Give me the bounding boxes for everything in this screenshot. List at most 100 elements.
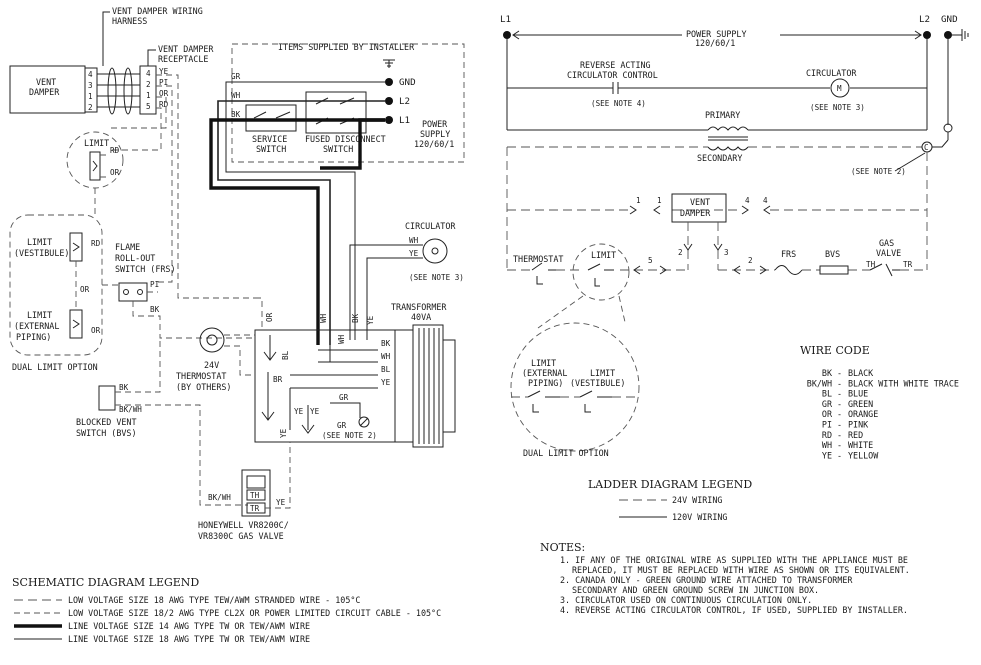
gas-valve-ye-lead (265, 442, 291, 509)
receptacle-leader (147, 49, 156, 66)
ladder-vent-damper (671, 193, 727, 223)
note-2-leader (894, 152, 926, 172)
ladder-gas-valve (869, 263, 900, 277)
wire-code-8-dash: - (837, 450, 842, 460)
limit-vestibule-switch (69, 232, 83, 262)
dual-limit-wire-or: OR (80, 285, 90, 294)
ladder-dual-limit-contacts (527, 390, 612, 398)
ladder-gnd-terminal (944, 31, 952, 39)
ladder-pin-4a: 4 (745, 196, 750, 205)
box-arrow (263, 351, 277, 361)
installer-items-box (231, 43, 465, 163)
ladder-diagram: L1 L2 GND POWER SUPPLY 120/60/1 REVERSE … (500, 14, 969, 458)
transformer-wire-wh: WH (381, 352, 391, 361)
frs-lead-bk (132, 301, 255, 339)
ladder-diagram-legend: LADDER DIAGRAM LEGEND 24V WIRING 120V WI… (588, 478, 752, 522)
wire-pi-receptacle (156, 85, 173, 283)
note-4: 4. REVERSE ACTING CIRCULATOR CONTROL, IF… (560, 605, 908, 615)
fused-disconnect-switch (305, 91, 367, 134)
ground-symbol (383, 59, 395, 68)
ladder-limit-external-l3: PIPING) (528, 378, 563, 388)
ladder-pin-5-connector (633, 265, 667, 275)
service-switch (245, 104, 297, 132)
vent-damper-harness-label-l2: HARNESS (112, 16, 147, 26)
harness-pin-2: 2 (88, 103, 93, 112)
wire-code-5-code: PI (822, 420, 832, 430)
ladder-tr-label: TR (903, 260, 913, 269)
l1-terminal (385, 116, 393, 124)
junction-box (254, 329, 396, 443)
vent-damper-drops (687, 222, 719, 270)
gas-valve-wire-ye: YE (276, 498, 286, 507)
transformer-label-l1: TRANSFORMER (391, 302, 447, 312)
vent-damper-label-l1: VENT (36, 77, 56, 87)
ladder-circulator-label: CIRCULATOR (806, 68, 857, 78)
thermostat-label-l1: 24V (204, 360, 219, 370)
power-supply-label-l3: 120/60/1 (414, 139, 454, 149)
ladder-frs-label: FRS (781, 249, 796, 259)
wire-code-3-dash: - (837, 399, 842, 409)
fused-disconnect-label-l1: FUSED DISCONNECT (305, 134, 386, 144)
limit-external-label-l3: PIPING) (16, 332, 51, 342)
transformer-wire-ye: YE (381, 378, 391, 387)
dual-limit-option-box (9, 214, 103, 356)
legend-line-18awg: LINE VOLTAGE SIZE 18 AWG TYPE TW OR TEW/… (68, 634, 310, 644)
l1-label: L1 (399, 115, 410, 126)
wire-code-0-name: BLACK (848, 368, 874, 378)
vent-damper-label-l2: DAMPER (29, 87, 60, 97)
primary-coil (707, 126, 749, 131)
vent-damper-drop-arrows (683, 243, 723, 251)
wire-code-3-name: GREEN (848, 399, 873, 409)
flame-rollout-terminal (137, 289, 143, 295)
limit-vestibule-contact (72, 242, 80, 252)
receptacle-pin-1: 1 (146, 91, 151, 100)
harness-bundle-tie-1 (107, 67, 117, 115)
gas-valve-th-label: TH (250, 491, 260, 500)
ladder-dual-limit-label: DUAL LIMIT OPTION (523, 448, 609, 458)
ladder-legend-24v: 24V WIRING (672, 495, 722, 505)
ladder-thermostat-contact (531, 262, 556, 271)
limit-vestibule-label-l1: LIMIT (27, 237, 52, 247)
box-wire-or: OR (265, 312, 274, 322)
ladder-120v-rails (506, 39, 928, 130)
ladder-l2-label: L2 (919, 14, 930, 25)
bvs-wire-bk: BK (119, 383, 129, 392)
note-1-line-2: REPLACED, IT MUST BE REPLACED WITH WIRE … (572, 565, 910, 575)
note-1-line-1: 1. IF ANY OF THE ORIGINAL WIRE AS SUPPLI… (560, 555, 908, 565)
limit-leads (100, 154, 110, 178)
thermostat-dial (206, 334, 218, 346)
gas-valve-th-terminal (246, 489, 266, 501)
harness-pin-1: 1 (88, 92, 93, 101)
gr-main-line (225, 81, 356, 340)
vent-damper-receptacle-label-l1: VENT DAMPER (158, 44, 214, 54)
box-wire-gr-2: GR (337, 421, 347, 430)
schematic-circulator (422, 238, 448, 264)
service-switch-label-l2: SWITCH (256, 144, 286, 154)
circulator-wh-line (349, 244, 423, 340)
transformer-primary-wiring (318, 345, 331, 363)
reverse-acting-contact (612, 82, 627, 94)
ladder-bvs-label: BVS (825, 249, 840, 259)
wire-code-4-name: ORANGE (848, 409, 878, 419)
vestibule-wire-rd: RD (91, 239, 101, 248)
ladder-legend-title: LADDER DIAGRAM LEGEND (588, 478, 752, 491)
ladder-limit-contact (587, 263, 614, 271)
items-supplied-label: ITEMS SUPPLIED BY INSTALLER (278, 42, 415, 52)
notes-title: NOTES: (540, 541, 585, 554)
thermostat-symbol (199, 327, 225, 353)
external-wire-or: OR (91, 326, 101, 335)
circulator-note-3: (SEE NOTE 3) (409, 273, 464, 282)
l2-terminal (385, 97, 393, 105)
ladder-pin-5: 5 (648, 256, 653, 265)
transformer-core-lines (708, 136, 748, 141)
limit-contact (92, 160, 98, 172)
ladder-supply-arrowheads (512, 30, 922, 40)
limit-external-switch (69, 309, 83, 339)
harness-pin-3: 3 (88, 81, 93, 90)
ladder-legend-120v: 120V WIRING (672, 512, 727, 522)
reverse-acting-label-l1: REVERSE ACTING (580, 60, 651, 70)
ladder-limit-circle (572, 243, 630, 301)
power-supply-label-l2: SUPPLY (420, 129, 450, 139)
blocked-vent-switch (98, 385, 116, 411)
